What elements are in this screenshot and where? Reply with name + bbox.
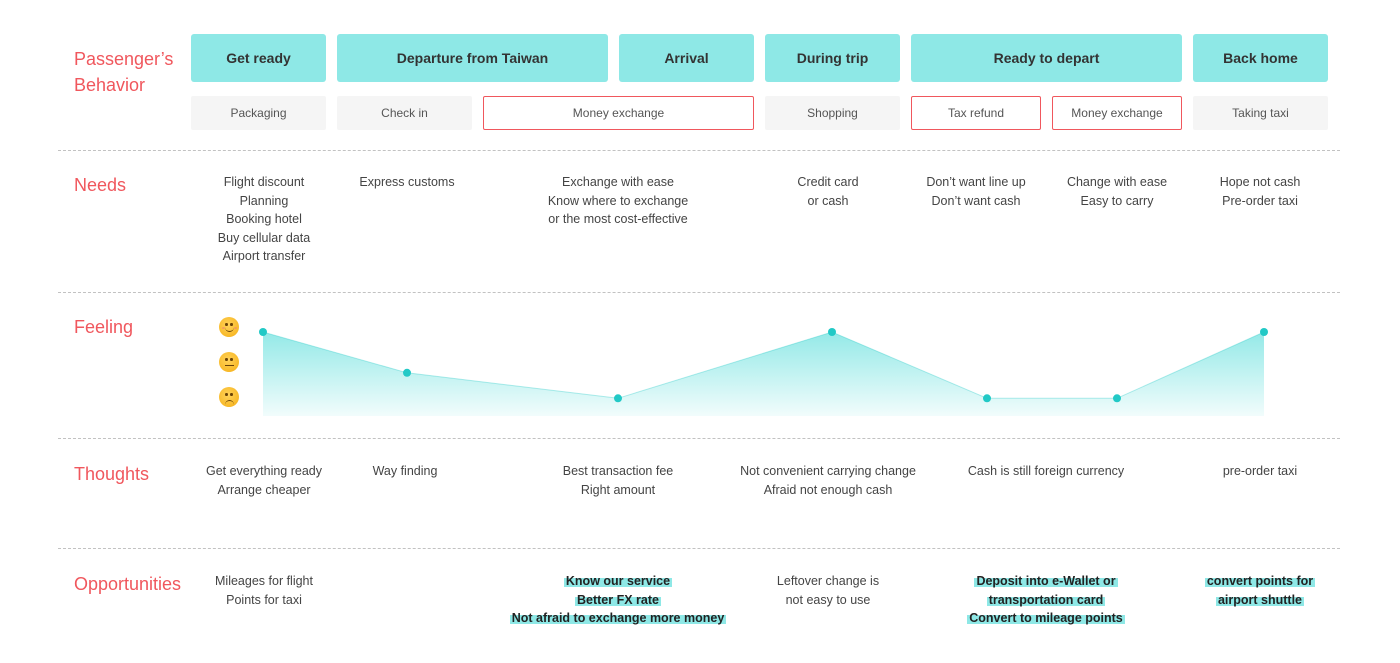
step-money-exchange-depart: Money exchange — [1052, 96, 1182, 130]
thoughts-cell-money-exchange: Best transaction fee Right amount — [562, 464, 674, 497]
needs-cell-money-exchange-depart: Change with ease Easy to carry — [1066, 175, 1168, 208]
divider — [58, 292, 1340, 293]
stage-back-home: Back home — [1193, 34, 1328, 82]
feeling-point-7 — [1260, 328, 1268, 336]
needs-cell-check-in: Express customs — [359, 175, 455, 189]
needs-cell-tax-refund: Don’t want line up Don’t want cash — [926, 175, 1026, 208]
feeling-point-2 — [403, 368, 411, 377]
divider — [58, 548, 1340, 549]
opportunity-get-ready: Mileages for flight Points for taxi — [215, 574, 313, 607]
row-label-needs: Needs — [74, 175, 127, 195]
smiling-face-icon — [219, 317, 239, 337]
divider — [58, 150, 1340, 151]
thoughts-cell-ready-to-depart: Cash is still foreign currency — [967, 464, 1125, 478]
stage-ready-to-depart: Ready to depart — [911, 34, 1182, 82]
step-money-exchange-arrival: Money exchange — [483, 96, 754, 130]
needs-cell-packaging: Flight discount Planning Booking hotel B… — [217, 175, 311, 263]
stage-arrival: Arrival — [619, 34, 754, 82]
step-taking-taxi: Taking taxi — [1193, 96, 1328, 130]
thoughts-cell-check-in: Way finding — [372, 464, 438, 478]
step-tax-refund: Tax refund — [911, 96, 1041, 130]
opportunity-back-home: convert points for airport shuttle — [1204, 574, 1316, 607]
opportunity-money-exchange: Know our service Better FX rate Not afra… — [509, 574, 727, 625]
stage-departure: Departure from Taiwan — [337, 34, 608, 82]
needs-cell-taking-taxi: Hope not cash Pre-order taxi — [1219, 175, 1301, 208]
thoughts-cell-back-home: pre-order taxi — [1222, 464, 1298, 478]
step-shopping: Shopping — [765, 96, 900, 130]
step-packaging: Packaging — [191, 96, 326, 130]
feeling-point-4 — [828, 328, 836, 336]
opportunity-shopping: Leftover change is not easy to use — [776, 574, 880, 607]
opportunity-ready-to-depart: Deposit into e-Wallet or transportation … — [967, 574, 1125, 625]
divider — [58, 438, 1340, 439]
needs-cell-money-exchange: Exchange with ease Know where to exchang… — [547, 175, 689, 226]
feeling-point-6 — [1113, 394, 1121, 403]
stage-get-ready: Get ready — [191, 34, 326, 82]
feeling-point-3 — [614, 394, 622, 403]
row-label-behavior: Passenger’s Behavior — [74, 49, 174, 95]
stage-during-trip: During trip — [765, 34, 900, 82]
feeling-point-5 — [983, 394, 991, 403]
row-label-feeling: Feeling — [74, 317, 134, 337]
feeling-point-1 — [259, 328, 267, 336]
step-check-in: Check in — [337, 96, 472, 130]
row-label-thoughts: Thoughts — [74, 464, 150, 484]
needs-cell-shopping: Credit card or cash — [797, 175, 859, 208]
frowning-face-icon — [219, 387, 239, 407]
feeling-area — [263, 332, 1264, 416]
thoughts-cell-shopping: Not convenient carrying change Afraid no… — [740, 464, 916, 497]
thoughts-cell-get-ready: Get everything ready Arrange cheaper — [205, 464, 323, 497]
row-label-opportunities: Opportunities — [74, 574, 182, 594]
neutral-face-icon — [219, 352, 239, 372]
